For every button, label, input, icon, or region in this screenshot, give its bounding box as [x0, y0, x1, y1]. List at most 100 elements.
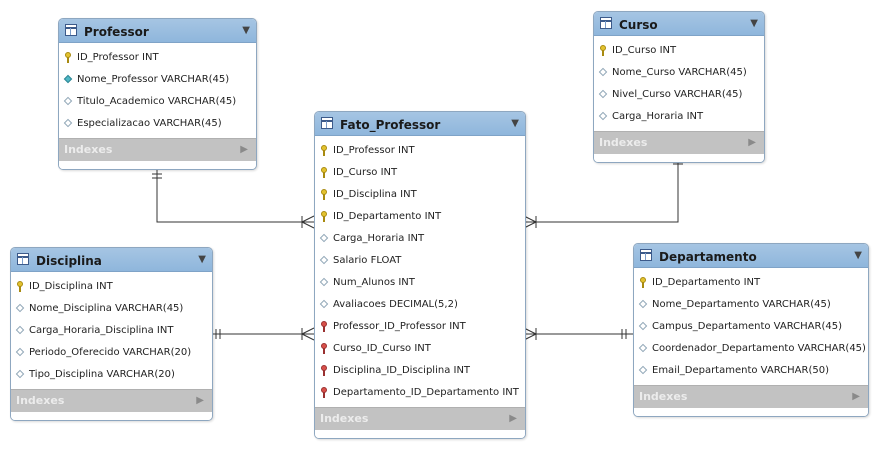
column-list: ID_Disciplina INT Nome_Disciplina VARCHAR… — [11, 272, 212, 389]
column-row[interactable]: Especializacao VARCHAR(45) — [59, 113, 256, 135]
entity-curso[interactable]: Curso ▼ ID_Curso INT Nome_Curso VARCHAR(4… — [593, 11, 765, 163]
expand-arrow-icon[interactable]: ▶ — [748, 137, 756, 148]
column-row[interactable]: ID_Professor INT — [59, 47, 256, 69]
column-text: ID_Disciplina INT — [333, 189, 417, 200]
foreign-key-icon — [320, 365, 328, 376]
column-row[interactable]: Disciplina_ID_Disciplina INT — [315, 360, 525, 382]
column-icon — [639, 343, 647, 354]
primary-key-icon — [599, 45, 607, 56]
entity-departamento[interactable]: Departamento ▼ ID_Departamento INT Nome_D… — [633, 243, 869, 417]
column-row[interactable]: Salario FLOAT — [315, 250, 525, 272]
column-row[interactable]: Carga_Horaria_Disciplina INT — [11, 320, 212, 342]
column-text: Email_Departamento VARCHAR(50) — [652, 365, 829, 376]
column-icon — [64, 118, 72, 129]
primary-key-icon — [320, 167, 328, 178]
expand-arrow-icon[interactable]: ▶ — [196, 395, 204, 406]
indexes-label: Indexes — [320, 412, 369, 425]
expand-arrow-icon[interactable]: ▶ — [509, 413, 517, 424]
column-row[interactable]: Tipo_Disciplina VARCHAR(20) — [11, 364, 212, 386]
primary-key-icon — [320, 145, 328, 156]
column-row[interactable]: Num_Alunos INT — [315, 272, 525, 294]
column-row[interactable]: Departamento_ID_Departamento INT — [315, 382, 525, 404]
collapse-arrow-icon[interactable]: ▼ — [511, 118, 519, 129]
column-row[interactable]: Curso_ID_Curso INT — [315, 338, 525, 360]
column-row[interactable]: Nome_Professor VARCHAR(45) — [59, 69, 256, 91]
column-row[interactable]: ID_Curso INT — [594, 40, 764, 62]
column-text: ID_Disciplina INT — [29, 281, 113, 292]
indexes-bar[interactable]: Indexes ▶ — [315, 407, 525, 430]
entity-header[interactable]: Professor ▼ — [59, 19, 256, 43]
indexes-label: Indexes — [599, 136, 648, 149]
column-text: Nome_Professor VARCHAR(45) — [77, 74, 230, 85]
column-row[interactable]: Nivel_Curso VARCHAR(45) — [594, 84, 764, 106]
column-text: Tipo_Disciplina VARCHAR(20) — [29, 369, 175, 380]
column-row[interactable]: Titulo_Academico VARCHAR(45) — [59, 91, 256, 113]
entity-disciplina[interactable]: Disciplina ▼ ID_Disciplina INT Nome_Disci… — [10, 247, 213, 421]
column-text: Nome_Disciplina VARCHAR(45) — [29, 303, 184, 314]
column-row[interactable]: Campus_Departamento VARCHAR(45) — [634, 316, 868, 338]
column-text: Periodo_Oferecido VARCHAR(20) — [29, 347, 192, 358]
indexes-bar[interactable]: Indexes ▶ — [634, 385, 868, 408]
column-row[interactable]: Periodo_Oferecido VARCHAR(20) — [11, 342, 212, 364]
entity-title: Curso — [619, 18, 658, 32]
column-row[interactable]: ID_Professor INT — [315, 140, 525, 162]
relationship-curso-line — [524, 153, 679, 223]
table-icon — [640, 249, 652, 261]
primary-key-icon — [639, 277, 647, 288]
collapse-arrow-icon[interactable]: ▼ — [854, 250, 862, 261]
column-icon — [599, 111, 607, 122]
entity-professor[interactable]: Professor ▼ ID_Professor INT Nome_Profess… — [58, 18, 257, 170]
column-row[interactable]: Nome_Departamento VARCHAR(45) — [634, 294, 868, 316]
column-row[interactable]: ID_Disciplina INT — [11, 276, 212, 298]
column-row[interactable]: ID_Curso INT — [315, 162, 525, 184]
column-row[interactable]: Email_Departamento VARCHAR(50) — [634, 360, 868, 382]
collapse-arrow-icon[interactable]: ▼ — [750, 18, 758, 29]
table-icon — [65, 24, 77, 36]
column-icon — [639, 321, 647, 332]
column-row[interactable]: Nome_Curso VARCHAR(45) — [594, 62, 764, 84]
column-icon — [320, 255, 328, 266]
column-row[interactable]: Coordenador_Departamento VARCHAR(45) — [634, 338, 868, 360]
many-mark-disciplina — [301, 327, 315, 341]
entity-footer — [315, 430, 525, 438]
entity-footer — [594, 154, 764, 162]
column-text: Campus_Departamento VARCHAR(45) — [652, 321, 842, 332]
indexes-bar[interactable]: Indexes ▶ — [11, 389, 212, 412]
column-row[interactable]: Carga_Horaria INT — [594, 106, 764, 128]
column-icon — [16, 303, 24, 314]
expand-arrow-icon[interactable]: ▶ — [852, 391, 860, 402]
column-text: Coordenador_Departamento VARCHAR(45) — [652, 343, 866, 354]
column-row[interactable]: ID_Departamento INT — [634, 272, 868, 294]
column-row[interactable]: Nome_Disciplina VARCHAR(45) — [11, 298, 212, 320]
indexes-bar[interactable]: Indexes ▶ — [594, 131, 764, 154]
entity-header[interactable]: Disciplina ▼ — [11, 248, 212, 272]
column-text: ID_Departamento INT — [652, 277, 761, 288]
column-row[interactable]: Avaliacoes DECIMAL(5,2) — [315, 294, 525, 316]
column-row[interactable]: Professor_ID_Professor INT — [315, 316, 525, 338]
entity-header[interactable]: Fato_Professor ▼ — [315, 112, 525, 136]
column-icon — [320, 233, 328, 244]
column-row[interactable]: Carga_Horaria INT — [315, 228, 525, 250]
column-row[interactable]: ID_Disciplina INT — [315, 184, 525, 206]
column-list: ID_Departamento INT Nome_Departamento VAR… — [634, 268, 868, 385]
column-icon — [16, 325, 24, 336]
indexes-bar[interactable]: Indexes ▶ — [59, 138, 256, 161]
entity-footer — [11, 412, 212, 420]
column-text: Curso_ID_Curso INT — [333, 343, 431, 354]
expand-arrow-icon[interactable]: ▶ — [240, 144, 248, 155]
entity-header[interactable]: Departamento ▼ — [634, 244, 868, 268]
indexes-label: Indexes — [639, 390, 688, 403]
primary-key-icon — [320, 211, 328, 222]
column-text: ID_Professor INT — [77, 52, 159, 63]
collapse-arrow-icon[interactable]: ▼ — [242, 25, 250, 36]
column-list: ID_Professor INT Nome_Professor VARCHAR(4… — [59, 43, 256, 138]
column-text: Nome_Curso VARCHAR(45) — [612, 67, 747, 78]
indexes-label: Indexes — [64, 143, 113, 156]
column-row[interactable]: ID_Departamento INT — [315, 206, 525, 228]
collapse-arrow-icon[interactable]: ▼ — [198, 254, 206, 265]
entity-header[interactable]: Curso ▼ — [594, 12, 764, 36]
table-icon — [600, 17, 612, 29]
column-text: ID_Departamento INT — [333, 211, 442, 222]
entity-title: Professor — [84, 25, 149, 39]
